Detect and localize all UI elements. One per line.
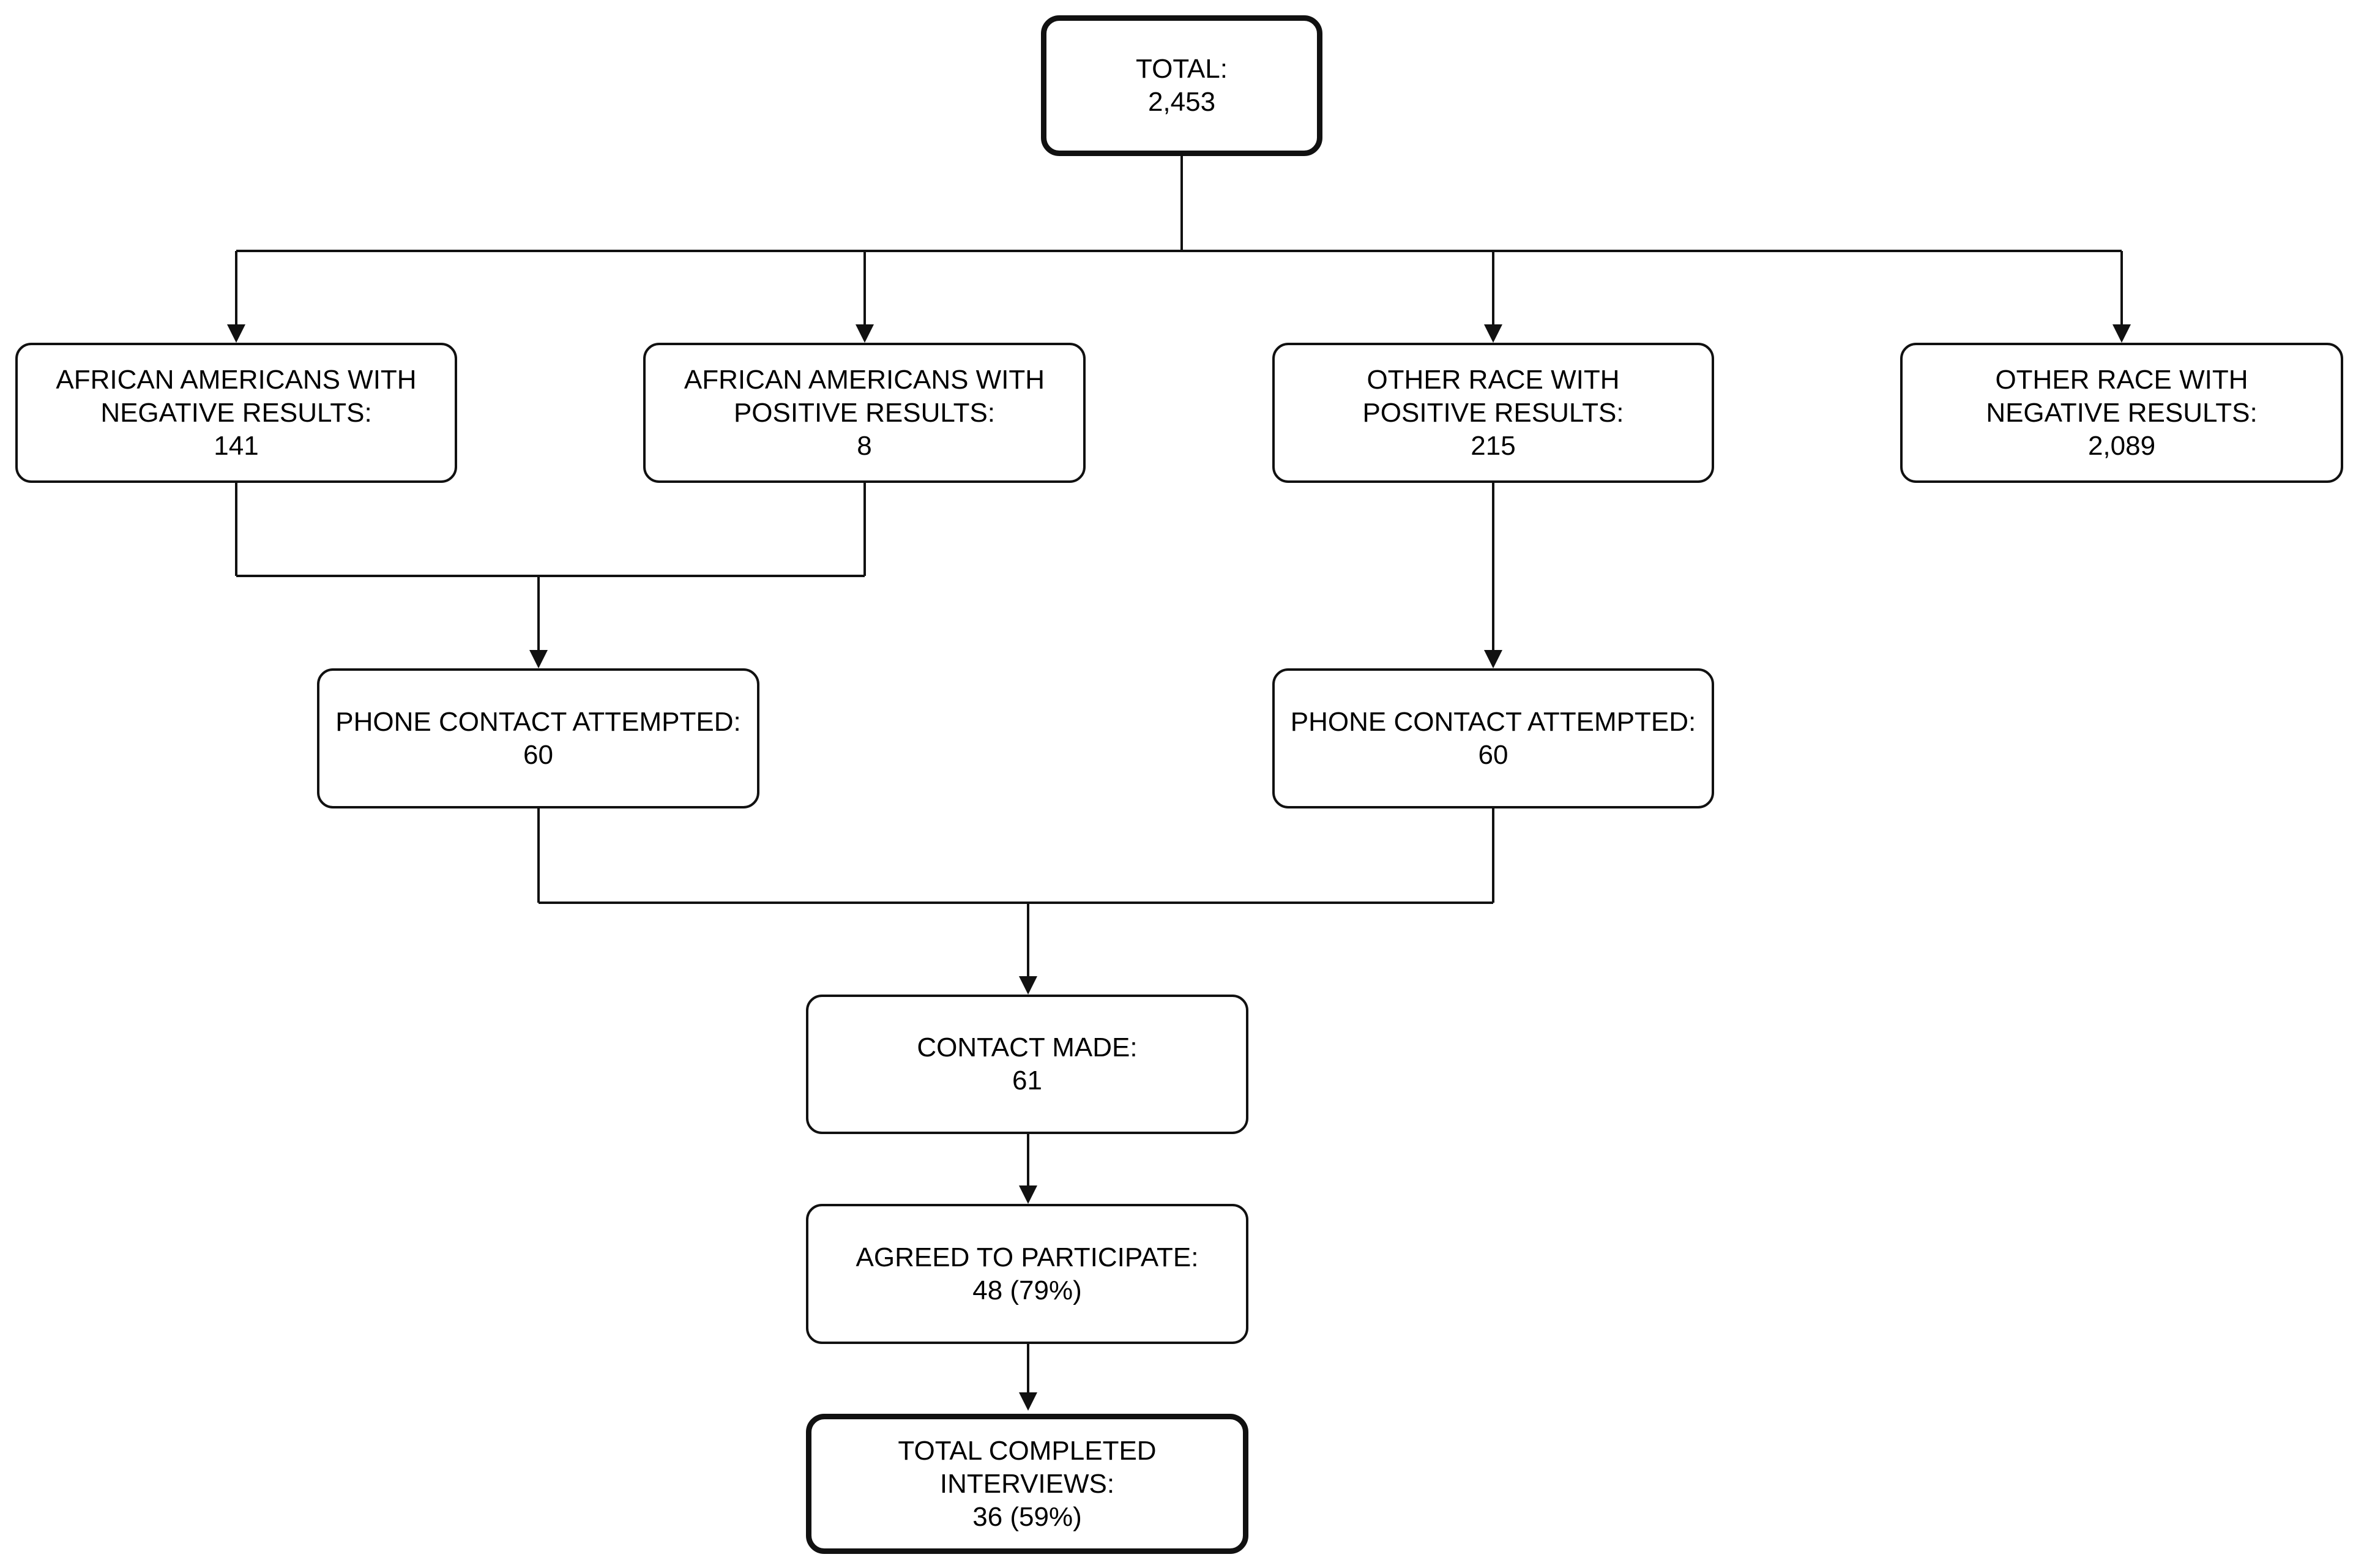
aa-negative-value: 141 bbox=[214, 430, 259, 461]
aa-positive-label-line2: POSITIVE RESULTS: bbox=[733, 397, 996, 428]
completed-label-line1: TOTAL COMPLETED bbox=[898, 1435, 1157, 1466]
aa-positive-label-line1: AFRICAN AMERICANS WITH bbox=[684, 364, 1045, 395]
total-node: TOTAL: 2,453 bbox=[1041, 15, 1322, 156]
aa-negative-label-line2: NEGATIVE RESULTS: bbox=[100, 397, 372, 428]
other-positive-value: 215 bbox=[1471, 430, 1516, 461]
agreed-value: 48 (79%) bbox=[972, 1275, 1082, 1305]
total-label: TOTAL: bbox=[1136, 54, 1228, 84]
contact-made-value: 61 bbox=[1012, 1066, 1042, 1096]
other-positive-label-line1: OTHER RACE WITH bbox=[1367, 364, 1620, 395]
arrowhead-contact-made bbox=[1019, 976, 1037, 995]
agreed-label: AGREED TO PARTICIPATE: bbox=[856, 1242, 1199, 1272]
other-race-positive-node: OTHER RACE WITH POSITIVE RESULTS: 215 bbox=[1272, 343, 1714, 483]
contact-made-label: CONTACT MADE: bbox=[917, 1032, 1138, 1062]
other-negative-label-line1: OTHER RACE WITH bbox=[1995, 364, 2248, 395]
other-race-negative-node: OTHER RACE WITH NEGATIVE RESULTS: 2,089 bbox=[1900, 343, 2343, 483]
phone-left-label: PHONE CONTACT ATTEMPTED: bbox=[335, 706, 741, 737]
phone-contact-left-node: PHONE CONTACT ATTEMPTED: 60 bbox=[317, 668, 759, 808]
total-completed-node: TOTAL COMPLETED INTERVIEWS: 36 (59%) bbox=[806, 1414, 1248, 1554]
completed-label-line2: INTERVIEWS: bbox=[939, 1468, 1115, 1499]
total-value: 2,453 bbox=[1147, 87, 1216, 117]
arrowhead-other-positive bbox=[1484, 324, 1502, 343]
completed-value: 36 (59%) bbox=[972, 1501, 1082, 1532]
african-americans-negative-node: AFRICAN AMERICANS WITH NEGATIVE RESULTS:… bbox=[15, 343, 457, 483]
other-negative-label-line2: NEGATIVE RESULTS: bbox=[1986, 397, 2258, 428]
arrowhead-phone-right bbox=[1484, 650, 1502, 668]
aa-positive-value: 8 bbox=[857, 430, 872, 461]
arrowhead-completed bbox=[1019, 1392, 1037, 1411]
phone-contact-right-node: PHONE CONTACT ATTEMPTED: 60 bbox=[1272, 668, 1714, 808]
agreed-to-participate-node: AGREED TO PARTICIPATE: 48 (79%) bbox=[806, 1204, 1248, 1344]
phone-left-value: 60 bbox=[523, 739, 553, 770]
aa-negative-label-line1: AFRICAN AMERICANS WITH bbox=[56, 364, 417, 395]
african-americans-positive-node: AFRICAN AMERICANS WITH POSITIVE RESULTS:… bbox=[643, 343, 1086, 483]
arrowhead-aa-negative bbox=[227, 324, 245, 343]
arrowhead-agreed bbox=[1019, 1185, 1037, 1204]
contact-made-node: CONTACT MADE: 61 bbox=[806, 995, 1248, 1134]
phone-right-label: PHONE CONTACT ATTEMPTED: bbox=[1290, 706, 1696, 737]
phone-right-value: 60 bbox=[1478, 739, 1508, 770]
other-negative-value: 2,089 bbox=[2087, 430, 2156, 461]
arrowhead-other-negative bbox=[2112, 324, 2131, 343]
arrowhead-aa-positive bbox=[856, 324, 874, 343]
arrowhead-phone-left bbox=[529, 650, 548, 668]
other-positive-label-line2: POSITIVE RESULTS: bbox=[1362, 397, 1624, 428]
